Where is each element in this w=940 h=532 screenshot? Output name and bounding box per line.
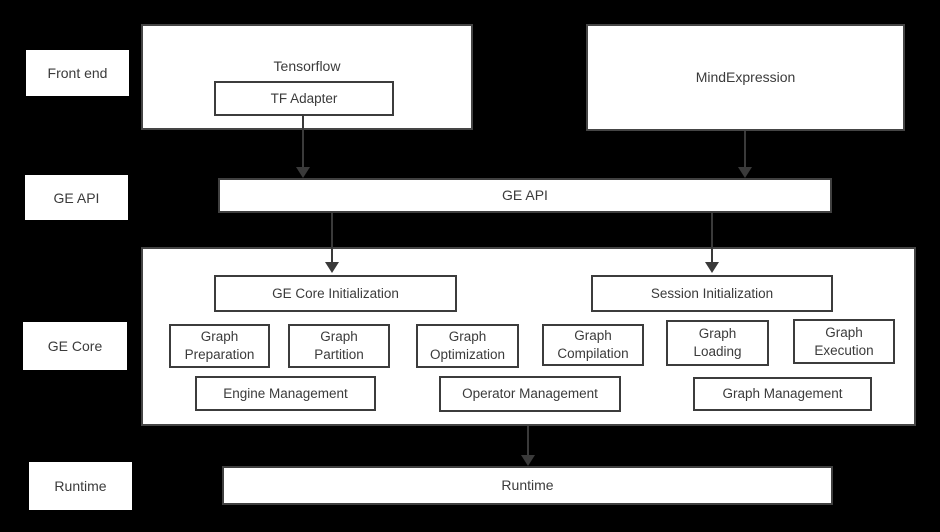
arrow-tf-adapter-to-ge-api <box>296 114 310 178</box>
arrow-mindexpression-to-ge-api <box>738 131 752 178</box>
side-label-ge-core: GE Core <box>23 322 127 370</box>
side-label-ge-api: GE API <box>25 175 128 220</box>
node-graph-partition: Graph Partition <box>288 324 390 368</box>
arrow-head-icon <box>325 262 339 273</box>
arrow-shaft <box>331 213 333 264</box>
arrow-head-icon <box>705 262 719 273</box>
node-graph-loading: Graph Loading <box>666 320 769 366</box>
node-graph-management: Graph Management <box>693 377 872 411</box>
arrow-shaft <box>744 131 746 169</box>
node-tensorflow: Tensorflow TF Adapter <box>141 24 473 130</box>
side-label-runtime: Runtime <box>29 462 132 510</box>
node-tf-adapter: TF Adapter <box>214 81 394 116</box>
node-graph-execution: Graph Execution <box>793 319 895 364</box>
arrow-shaft <box>527 426 529 457</box>
node-operator-management: Operator Management <box>439 376 621 412</box>
node-graph-optimization: Graph Optimization <box>416 324 519 368</box>
node-graph-compilation: Graph Compilation <box>542 324 644 366</box>
arrow-ge-api-to-session-init <box>705 213 719 273</box>
node-session-initialization: Session Initialization <box>591 275 833 312</box>
node-ge-api-bar: GE API <box>218 178 832 213</box>
arrow-head-icon <box>738 167 752 178</box>
node-engine-management: Engine Management <box>195 376 376 411</box>
node-runtime-bar: Runtime <box>222 466 833 505</box>
arrow-shaft <box>302 114 304 169</box>
arrow-ge-core-to-runtime <box>521 426 535 466</box>
side-label-front-end: Front end <box>26 50 129 96</box>
node-graph-preparation: Graph Preparation <box>169 324 270 368</box>
node-mindexpression: MindExpression <box>586 24 905 131</box>
node-ge-core-initialization: GE Core Initialization <box>214 275 457 312</box>
arrow-head-icon <box>296 167 310 178</box>
arrow-shaft <box>711 213 713 264</box>
arrow-head-icon <box>521 455 535 466</box>
node-ge-core-container: GE Core Initialization Session Initializ… <box>141 247 916 426</box>
node-mindexpression-label: MindExpression <box>695 69 796 86</box>
arrow-ge-api-to-ge-core-init <box>325 213 339 273</box>
node-tensorflow-label: Tensorflow <box>273 58 341 74</box>
